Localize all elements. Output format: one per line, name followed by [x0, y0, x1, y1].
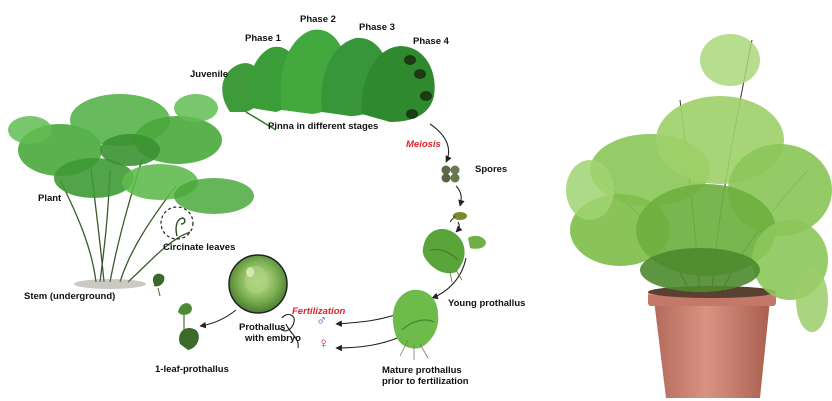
- one-leaf-prothallus: [153, 274, 199, 350]
- label-plant: Plant: [38, 193, 61, 204]
- label-meiosis: Meiosis: [406, 139, 441, 150]
- label-phase-2: Phase 2: [300, 14, 336, 25]
- label-mature-prothallus-line1: Mature prothallus: [382, 365, 462, 376]
- arrow-to-1-leaf: [200, 310, 236, 326]
- arrow-to-young-prothallus: [456, 222, 459, 232]
- sporeling: [450, 212, 467, 222]
- potted-fern-photo: [566, 34, 832, 398]
- embryo-zoom-circle: [229, 255, 287, 313]
- arrow-spores-to-sporeling: [456, 186, 461, 206]
- young-prothallus: [423, 229, 486, 282]
- label-prothallus-embryo-line1: Prothallus: [239, 322, 285, 333]
- spores: [442, 166, 460, 183]
- label-stem: Stem (underground): [24, 291, 115, 302]
- label-phase-1: Phase 1: [245, 33, 281, 44]
- label-young-prothallus: Young prothallus: [448, 298, 525, 309]
- label-pinna-stages: Pinna in different stages: [268, 121, 378, 132]
- fern-plant-illustration: [8, 94, 254, 289]
- label-circinate-leaves: Circinate leaves: [163, 242, 235, 253]
- label-1-leaf-prothallus: 1-leaf-prothallus: [155, 364, 229, 375]
- label-phase-3: Phase 3: [359, 22, 395, 33]
- label-juvenile: Juvenile: [190, 69, 228, 80]
- label-prothallus-embryo-line2: with embryo: [245, 333, 301, 344]
- circinate-leaf-highlight: [161, 207, 193, 239]
- arrow-female: [336, 336, 402, 348]
- female-symbol: ♀: [318, 338, 329, 349]
- label-spores: Spores: [475, 164, 507, 175]
- mature-prothallus: [393, 290, 438, 360]
- label-phase-4: Phase 4: [413, 36, 449, 47]
- label-mature-prothallus-line2: prior to fertilization: [382, 376, 469, 387]
- male-symbol: ♂: [316, 315, 327, 326]
